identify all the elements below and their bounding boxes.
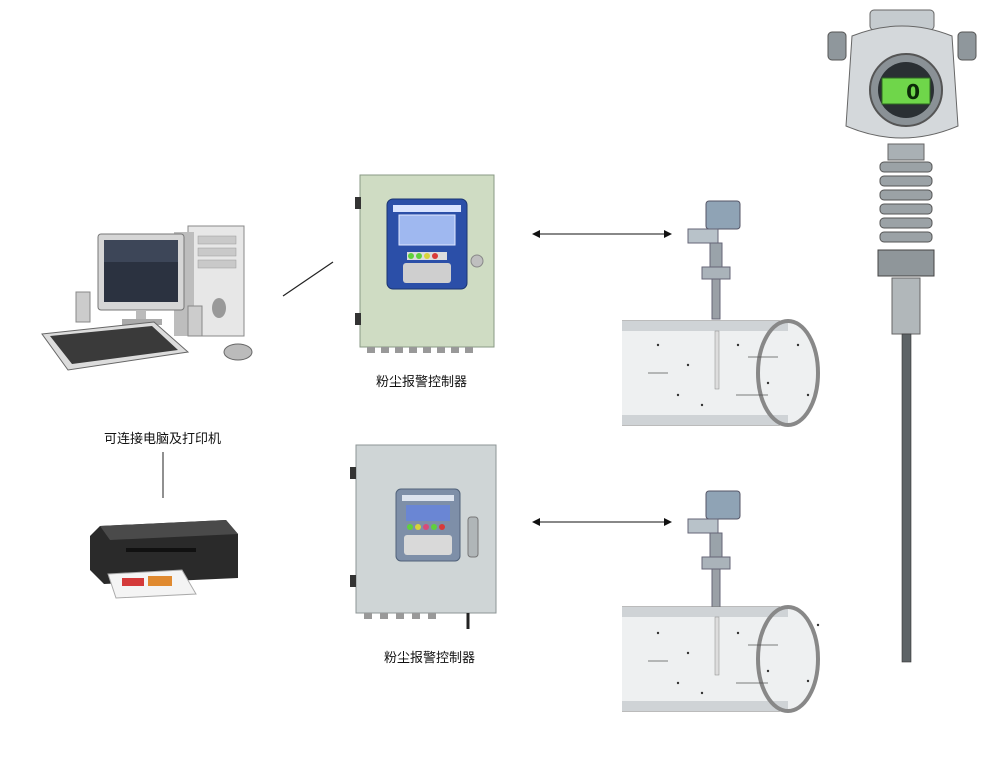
pc-keyboard	[41, 321, 190, 371]
pc-speaker-left	[75, 291, 91, 323]
controller-bottom-caption: 粉尘报警控制器	[384, 651, 476, 666]
cooling-fins	[879, 161, 933, 243]
desktop-computer-illustration	[41, 225, 253, 371]
pipe-sensor-top	[622, 200, 820, 427]
pc-monitor	[97, 233, 185, 325]
pipe-sensor-bottom	[622, 490, 820, 713]
computer-caption: 可连接电脑及打印机	[104, 432, 222, 447]
dust-transmitter-probe: 0	[827, 9, 977, 663]
controller-top-caption: 粉尘报警控制器	[376, 375, 468, 390]
pc-speaker-right	[187, 305, 203, 337]
dust-alarm-controller-bottom	[350, 444, 497, 629]
pc-mouse	[223, 343, 253, 361]
transmitter-display-value: 0	[906, 80, 920, 104]
dust-alarm-controller-top	[355, 174, 495, 353]
printer-illustration	[90, 520, 238, 599]
